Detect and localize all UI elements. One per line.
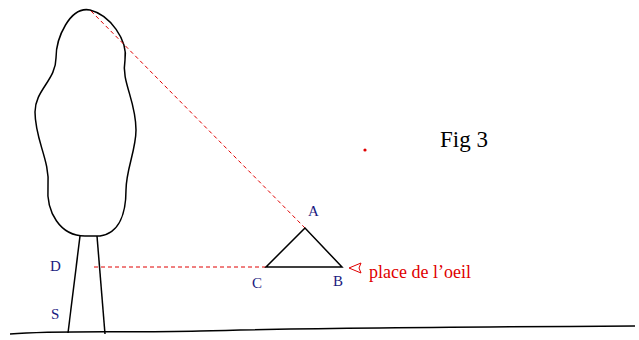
eye-symbol bbox=[349, 263, 361, 273]
figure-number: Fig 3 bbox=[440, 128, 488, 151]
point-label: S bbox=[51, 307, 59, 322]
sight-line bbox=[94, 267, 266, 268]
sight-line bbox=[91, 11, 305, 228]
red-dot bbox=[363, 148, 366, 151]
tree-canopy bbox=[35, 10, 136, 236]
point-label: B bbox=[333, 274, 343, 289]
point-label: D bbox=[50, 259, 61, 274]
tree-trunk bbox=[97, 236, 105, 334]
set-square-triangle bbox=[266, 228, 342, 267]
point-label: C bbox=[252, 276, 262, 291]
tree-trunk bbox=[68, 236, 80, 333]
point-label: A bbox=[308, 204, 319, 219]
eye-note: place de l’oeil bbox=[369, 263, 471, 281]
